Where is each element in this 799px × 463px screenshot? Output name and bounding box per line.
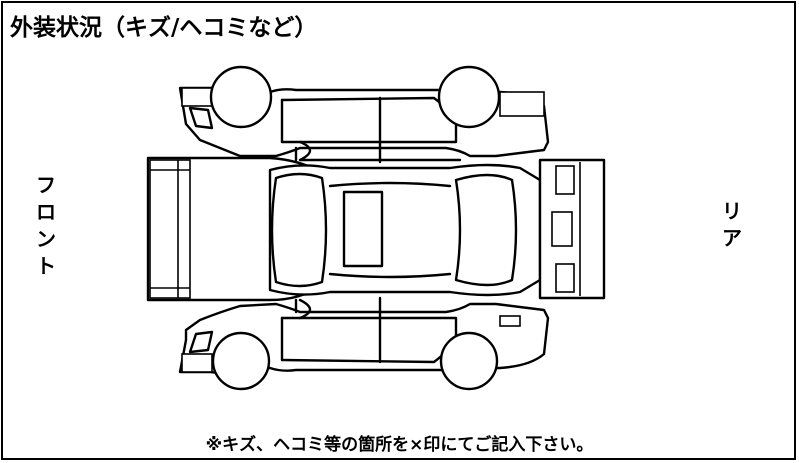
front-label-char: ン [36,227,56,251]
front-label-char: ロ [36,200,56,224]
car-top-view[interactable] [146,156,606,302]
front-label-char: ト [36,254,56,278]
rear-label-char: リ [722,199,742,223]
rear-label-char: ア [722,226,742,250]
front-label-char: フ [36,173,56,197]
rear-label: リ ア [718,198,746,252]
front-label: フ ロ ン ト [32,172,60,280]
section-title: 外装状況（キズ/ヘコミなど） [10,15,318,41]
car-side-view-top[interactable] [178,65,550,164]
car-side-view-bottom[interactable] [178,296,550,391]
instruction-note: ※キズ、ヘコミ等の箇所を×印にてご記入下さい。 [205,435,594,455]
